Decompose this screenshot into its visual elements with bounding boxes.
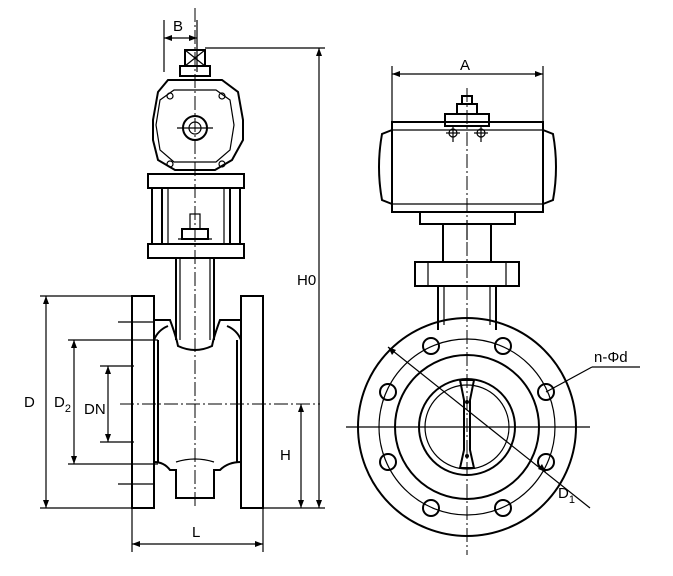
label-L: L [192, 524, 200, 541]
dimension-A: A [391, 57, 544, 122]
mounting-bracket [147, 173, 245, 259]
dimension-n-phi-d: n-Φd [545, 349, 640, 393]
dimension-H: H [280, 404, 304, 508]
label-DN: DN [84, 401, 106, 418]
dimension-D1: D1 [387, 346, 591, 509]
side-view: B [24, 8, 325, 552]
label-A: A [460, 57, 470, 74]
dimension-B: B [163, 18, 198, 72]
dimension-D2: D2 [54, 339, 158, 465]
dimension-L: L [131, 508, 264, 552]
valve-neck [175, 258, 215, 340]
valve-flanges-side [131, 295, 264, 509]
label-D1: D1 [558, 485, 575, 506]
label-H0: H0 [297, 272, 316, 289]
bolt-holes [379, 337, 555, 517]
label-B: B [173, 18, 183, 35]
dimension-D: D [24, 295, 132, 509]
valve-body-side [153, 319, 242, 499]
label-D2: D2 [54, 394, 71, 415]
label-H: H [280, 447, 291, 464]
dimension-H0: H0 [297, 48, 322, 508]
label-D: D [24, 394, 35, 411]
label-n-phi-d: n-Φd [594, 349, 628, 366]
dimension-DN: DN [84, 365, 134, 443]
butterfly-disc [458, 379, 476, 469]
actuator-side [152, 79, 244, 171]
front-view: A [346, 57, 640, 555]
